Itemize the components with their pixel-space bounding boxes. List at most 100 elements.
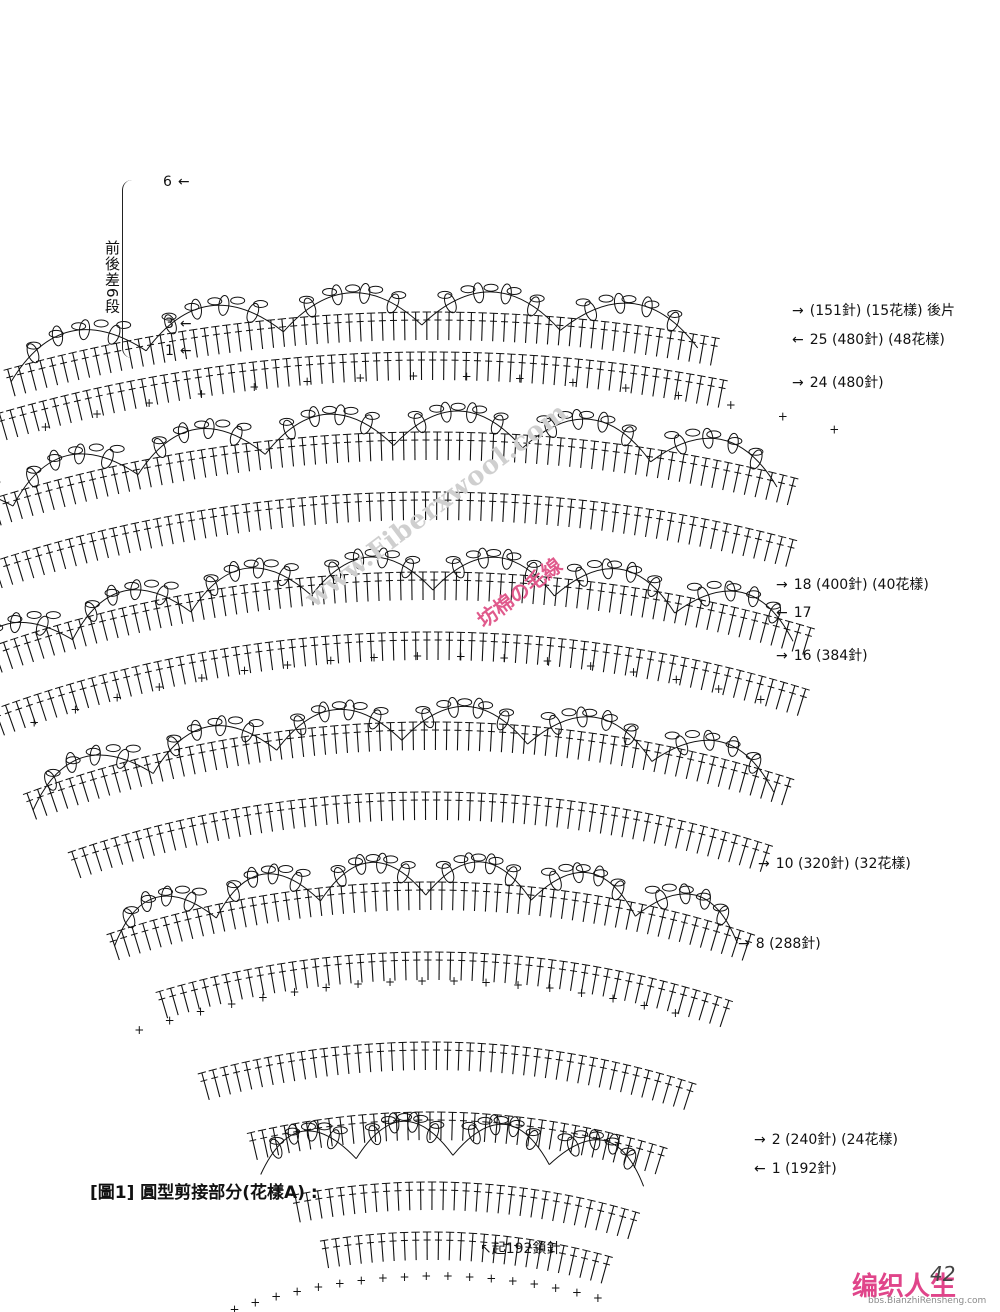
treble-stitch xyxy=(245,443,251,472)
stitch-topbar xyxy=(612,503,621,506)
stitch-topbar xyxy=(225,900,235,904)
chain-stitch xyxy=(332,1126,348,1135)
stitch-crossbar xyxy=(500,1052,508,1054)
stitch-crossbar xyxy=(607,369,615,372)
treble-stitch xyxy=(508,1186,513,1215)
treble-stitch xyxy=(487,353,490,382)
treble-stitch xyxy=(157,661,165,690)
stitch-crossbar xyxy=(665,753,673,756)
treble-stitch xyxy=(192,329,198,358)
stitch-topbar xyxy=(556,497,565,499)
stitch-topbar xyxy=(518,354,527,356)
stitch-crossbar xyxy=(700,525,708,529)
treble-stitch xyxy=(234,505,240,534)
chain-stitch xyxy=(383,855,399,864)
treble-stitch xyxy=(381,312,384,341)
treble-stitch xyxy=(47,785,58,813)
chain-stitch xyxy=(161,312,177,321)
treble-stitch xyxy=(446,1042,449,1071)
treble-stitch xyxy=(754,676,763,704)
stitch-topbar xyxy=(681,985,690,989)
stitch-topbar xyxy=(578,499,588,502)
stitch-topbar xyxy=(252,441,262,444)
stitch-crossbar xyxy=(288,445,296,448)
chain-stitch xyxy=(684,730,700,739)
stitch-crossbar xyxy=(206,913,214,916)
scallop-arch xyxy=(145,304,284,352)
treble-stitch xyxy=(78,619,87,647)
stitch-topbar xyxy=(768,471,777,474)
stitch-crossbar xyxy=(113,844,121,847)
stitch-crossbar xyxy=(333,1245,341,1248)
treble-stitch xyxy=(663,370,669,399)
stitch-crossbar xyxy=(332,1054,340,1057)
stitch-crossbar xyxy=(254,509,262,512)
treble-stitch xyxy=(102,674,111,703)
stitch-crossbar xyxy=(488,1051,496,1054)
stitch-topbar xyxy=(564,578,573,581)
stitch-topbar xyxy=(713,459,722,462)
stitch-topbar xyxy=(319,495,329,497)
stitch-crossbar xyxy=(143,763,151,766)
treble-stitch xyxy=(85,390,94,419)
stitch-topbar xyxy=(3,367,12,371)
treble-stitch xyxy=(634,507,640,536)
chain-stitch xyxy=(93,319,109,328)
stitch-crossbar xyxy=(630,594,638,597)
stitch-crossbar xyxy=(177,663,185,666)
stitch-topbar xyxy=(604,1254,613,1258)
treble-stitch xyxy=(93,347,101,376)
stitch-topbar xyxy=(181,370,191,373)
stitch-crossbar xyxy=(597,590,605,593)
treble-stitch xyxy=(364,353,367,382)
treble-stitch xyxy=(256,442,262,471)
stitch-crossbar xyxy=(271,1134,279,1137)
scallop-arch xyxy=(311,556,434,596)
treble-stitch xyxy=(602,442,607,471)
puff-leaf-stitch xyxy=(407,1111,419,1133)
stitch-topbar xyxy=(199,977,208,981)
single-crochet-mark: + xyxy=(195,1005,205,1019)
stitch-topbar xyxy=(98,673,107,677)
stitch-topbar xyxy=(689,332,698,336)
treble-stitch xyxy=(462,1112,465,1141)
treble-stitch xyxy=(89,616,98,644)
stitch-topbar xyxy=(631,1210,641,1214)
treble-stitch xyxy=(476,352,479,381)
stitch-crossbar xyxy=(619,1215,627,1219)
stitch-topbar xyxy=(567,317,576,320)
treble-stitch xyxy=(375,352,378,381)
stitch-crossbar xyxy=(321,443,329,445)
stitch-crossbar xyxy=(245,976,253,979)
stitch-crossbar xyxy=(333,642,341,645)
stitch-topbar xyxy=(159,373,168,377)
stitch-crossbar xyxy=(276,446,284,449)
treble-stitch xyxy=(395,1112,398,1141)
stitch-crossbar xyxy=(722,1006,730,1010)
stitch-crossbar xyxy=(544,1057,552,1060)
treble-stitch xyxy=(402,432,405,461)
treble-stitch xyxy=(685,373,691,402)
chain-stitch xyxy=(47,453,63,462)
stitch-crossbar xyxy=(665,825,673,828)
chain-stitch xyxy=(623,723,639,732)
treble-stitch xyxy=(548,1121,555,1150)
treble-stitch xyxy=(163,917,173,945)
treble-stitch xyxy=(512,795,516,824)
chain-stitch xyxy=(627,565,643,574)
stitch-crossbar xyxy=(578,326,586,329)
stitch-topbar xyxy=(678,513,688,517)
stitch-crossbar xyxy=(485,1191,493,1194)
stitch-crossbar xyxy=(310,1057,318,1059)
chain-stitch xyxy=(540,711,556,720)
stitch-crossbar xyxy=(243,814,252,817)
stitch-topbar xyxy=(513,634,522,636)
stitch-crossbar xyxy=(674,602,682,605)
stitch-topbar xyxy=(670,982,679,986)
treble-stitch xyxy=(442,1182,445,1211)
stitch-topbar xyxy=(630,364,639,367)
chain-stitch xyxy=(529,294,545,303)
stitch-topbar xyxy=(10,490,19,494)
treble-stitch xyxy=(346,434,350,463)
stitch-topbar xyxy=(215,365,224,368)
